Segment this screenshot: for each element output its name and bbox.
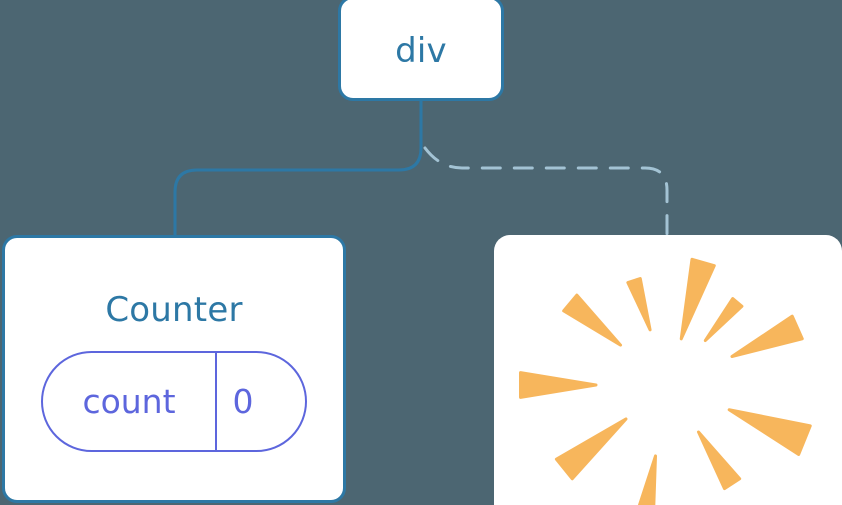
node-sparkle-highlight[interactable] [494,235,842,505]
edge-div-to-counter [173,99,423,239]
sparkle-ray-7 [727,408,812,456]
sparkle-ray-8 [730,314,804,359]
sparkle-ray-5 [637,454,657,505]
sparkle-ray-4 [554,417,628,481]
sparkle-burst-icon [519,257,812,505]
state-pill-key: count [82,382,176,421]
sparkle-ray-2 [562,293,623,347]
node-counter-label: Counter [105,290,243,330]
state-pill-value: 0 [232,382,254,421]
node-div-label: div [395,30,447,71]
edge-div-to-sparkle [423,146,669,239]
sparkle-ray-0 [679,257,716,341]
state-pill-divider [215,353,217,450]
sparkle-ray-1 [626,277,652,332]
state-pill[interactable]: count 0 [41,351,307,452]
node-div[interactable]: div [338,0,504,101]
sparkle-ray-3 [519,371,598,399]
node-counter[interactable]: Counter count 0 [2,235,346,503]
sparkle-ray-6 [697,430,742,491]
sparkle-ray-9 [703,297,744,343]
